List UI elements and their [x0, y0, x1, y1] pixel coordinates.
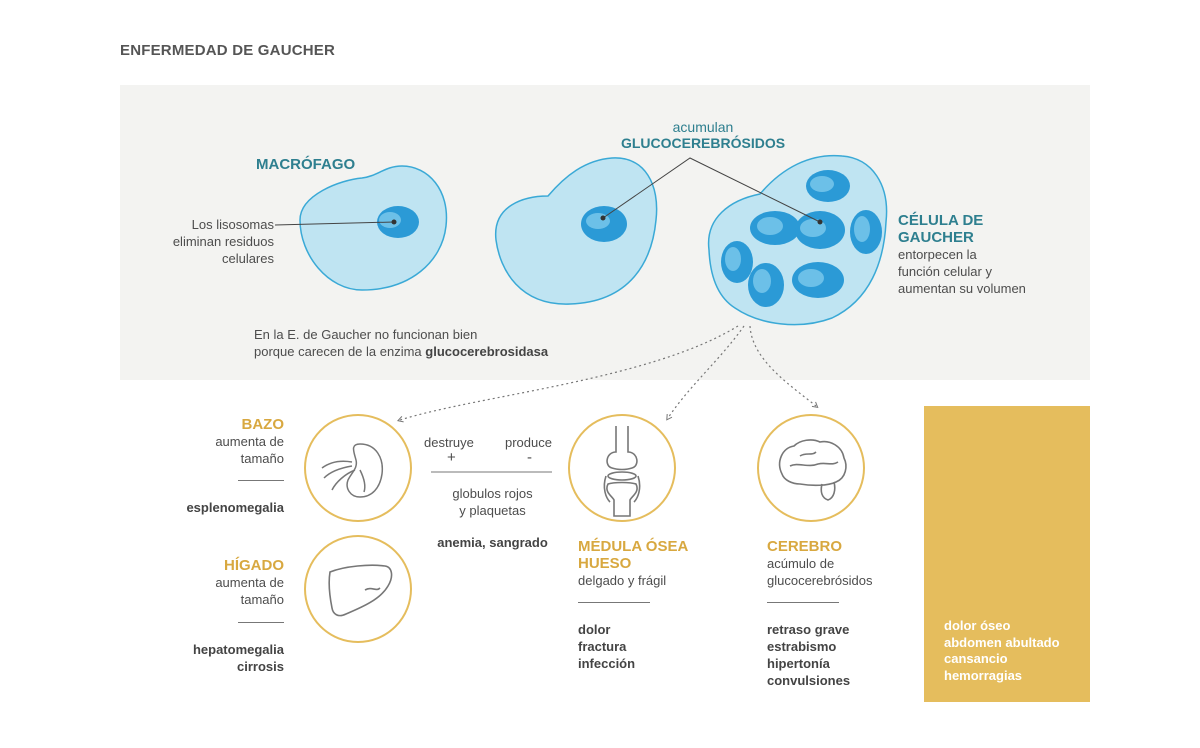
lisosomas-text: Los lisosomas eliminan residuos celulare… [140, 216, 274, 267]
higado-rule [238, 622, 284, 623]
symptom-2: abdomen abultado [944, 634, 1060, 650]
lisosomas-line-2: eliminan residuos [172, 234, 274, 249]
arrow-to-cerebro [749, 325, 819, 408]
brain-icon [778, 439, 847, 501]
medula-rule [578, 602, 650, 603]
macrophage-accumulating-cell [495, 157, 658, 305]
celula-gaucher-desc: entorpecen la función celular y aumentan… [898, 246, 1026, 297]
glucocerebrosidos-label: GLUCOCEREBRÓSIDOS [620, 135, 786, 151]
produce-label: produce [505, 435, 552, 450]
medula-result-2: fractura [578, 639, 627, 654]
higado-desc-line-1: aumenta de [215, 575, 284, 590]
kidney-spleen-icon [321, 443, 384, 498]
cerebro-desc-line-1: acúmulo de [767, 556, 835, 571]
blood-cells-text: globulos rojos y plaquetas [420, 485, 565, 519]
medula-results: dolor fractura infección [578, 621, 635, 672]
bazo-result: esplenomegalia [186, 500, 284, 515]
higado-desc-line-2: tamaño [240, 592, 284, 607]
general-symptoms-box: dolor óseo abdomen abultado cansancio he… [924, 406, 1090, 702]
knee-bone-icon [603, 426, 641, 517]
anemia-result: anemia, sangrado [437, 535, 548, 550]
lisosomas-line-3: celulares [221, 251, 274, 266]
lisosomas-line-1: Los lisosomas [191, 217, 274, 232]
symptom-4: hemorragias [944, 667, 1023, 683]
bazo-icon-circle [304, 414, 412, 522]
cerebro-result-4: convulsiones [767, 673, 851, 688]
higado-icon-circle [304, 535, 412, 643]
higado-block: HÍGADO aumenta de tamaño [150, 557, 284, 608]
celula-gaucher-label: CÉLULA DE GAUCHER [898, 212, 983, 246]
cerebro-result-3: hipertonía [767, 656, 830, 671]
medula-desc: delgado y frágil [578, 573, 667, 588]
enzima-line-2: porque carecen de la enzima [254, 344, 426, 359]
celula-desc-line-2: función celular y [898, 264, 992, 279]
bazo-rule [238, 480, 284, 481]
blood-cells-line-2: y plaquetas [459, 503, 526, 518]
medula-icon-circle [568, 414, 676, 522]
lisosomas-leader [274, 221, 395, 226]
cerebro-title: CEREBRO [767, 538, 843, 555]
page-title: ENFERMEDAD DE GAUCHER [120, 42, 336, 59]
medula-title-line-2: HUESO [578, 555, 632, 572]
celula-label-line-1: CÉLULA DE [898, 212, 984, 229]
glucocerebrosidos-leader [602, 157, 821, 223]
liver-icon [328, 564, 393, 617]
medula-result-1: dolor [578, 622, 611, 637]
enzima-line-1: En la E. de Gaucher no funcionan bien [254, 327, 478, 342]
higado-result-line-2: cirrosis [237, 659, 284, 674]
cerebro-icon-circle [757, 414, 865, 522]
bazo-title: BAZO [241, 416, 285, 433]
blood-cells-line-1: globulos rojos [452, 486, 533, 501]
cerebro-results: retraso grave estrabismo hipertonía conv… [767, 621, 850, 689]
plus-sign: + [447, 449, 456, 466]
cerebro-result-1: retraso grave [767, 622, 850, 637]
celula-desc-line-1: entorpecen la [898, 247, 977, 262]
medula-result-3: infección [578, 656, 636, 671]
celula-desc-line-3: aumentan su volumen [898, 281, 1026, 296]
enzima-name: glucocerebrosidasa [425, 344, 549, 359]
celula-label-line-2: GAUCHER [898, 229, 974, 246]
lysosome-inner [379, 212, 401, 228]
bazo-desc-line-1: aumenta de [215, 434, 284, 449]
higado-title: HÍGADO [224, 557, 284, 574]
macrofago-label: MACRÓFAGO [256, 156, 356, 173]
minus-sign: - [527, 449, 532, 466]
medula-title-line-1: MÉDULA ÓSEA [578, 538, 689, 555]
higado-result: hepatomegalia cirrosis [150, 641, 284, 675]
bazo-block: BAZO aumenta de tamaño [150, 416, 284, 467]
cerebro-block: CEREBRO acúmulo de glucocerebrósidos [767, 538, 873, 589]
bazo-desc-line-2: tamaño [240, 451, 284, 466]
cerebro-rule [767, 602, 839, 603]
cerebro-result-2: estrabismo [767, 639, 837, 654]
macrophage-cell [299, 165, 448, 291]
destruye-label: destruye [424, 435, 474, 450]
symptoms-list: dolor óseo abdomen abultado cansancio he… [944, 618, 1060, 684]
higado-result-line-1: hepatomegalia [192, 642, 284, 657]
symptom-1: dolor óseo [944, 618, 1011, 633]
cerebro-desc-line-2: glucocerebrósidos [767, 573, 873, 588]
acumulan-label: acumulan [672, 119, 734, 135]
symptom-3: cansancio [944, 651, 1008, 666]
medula-block: MÉDULA ÓSEA HUESO delgado y frágil [578, 538, 688, 589]
arrow-to-medula [666, 325, 745, 421]
enzima-text: En la E. de Gaucher no funcionan bien po… [254, 326, 548, 360]
engorged-lysosomes [721, 170, 882, 307]
